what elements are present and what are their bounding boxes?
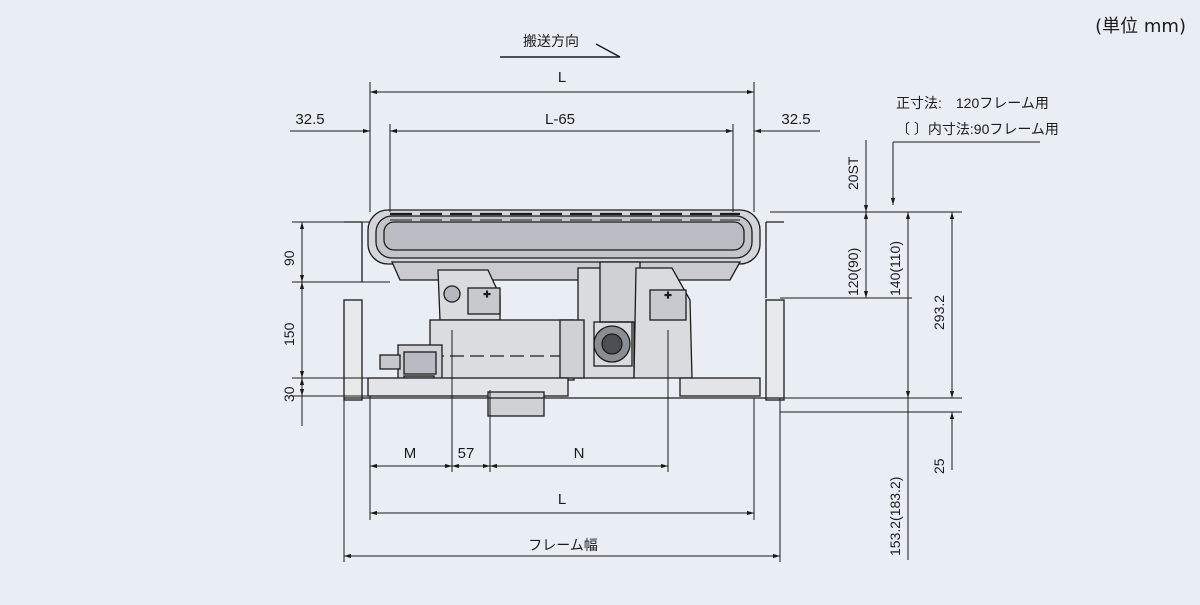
dim-right-32-5: 32.5 — [781, 111, 810, 128]
dim-N: N — [574, 445, 585, 462]
dim-20st: 20ST — [845, 156, 861, 190]
dim-153-2: 153.2(183.2) — [887, 477, 903, 556]
left-frame — [343, 299, 363, 401]
dim-30: 30 — [281, 386, 297, 402]
dim-57: 57 — [458, 445, 475, 462]
dim-L-65: L-65 — [545, 111, 575, 128]
note-line1: 正寸法: 120フレーム用 — [896, 95, 1049, 111]
right-frame — [765, 299, 785, 401]
dim-left-32-5: 32.5 — [295, 111, 324, 128]
dim-90: 90 — [281, 250, 297, 266]
dim-L-bottom: L — [558, 491, 566, 508]
conveyor-assembly: + + — [367, 209, 761, 417]
dim-M: M — [404, 445, 417, 462]
svg-text:+: + — [483, 287, 490, 301]
unit-note: (単位 mm) — [1095, 16, 1186, 37]
dim-25: 25 — [931, 458, 947, 474]
dimension-labels: 搬送方向 L L-65 32.5 32.5 正寸法: 120フレーム用 〔 〕内… — [281, 33, 1059, 556]
dim-120-90: 120(90) — [845, 248, 861, 296]
dim-293-2: 293.2 — [931, 295, 947, 330]
dim-140-110: 140(110) — [887, 241, 903, 296]
svg-text:+: + — [664, 288, 671, 302]
frame — [343, 221, 785, 401]
motor-block — [487, 391, 545, 417]
dim-L-top: L — [558, 69, 566, 86]
direction-label: 搬送方向 — [523, 33, 579, 49]
dimension-lines — [290, 43, 1040, 562]
air-cylinder — [429, 319, 575, 381]
dim-frame-width: フレーム幅 — [528, 537, 598, 553]
note-line2: 〔 〕内寸法:90フレーム用 — [896, 121, 1059, 137]
dim-150: 150 — [281, 322, 297, 346]
